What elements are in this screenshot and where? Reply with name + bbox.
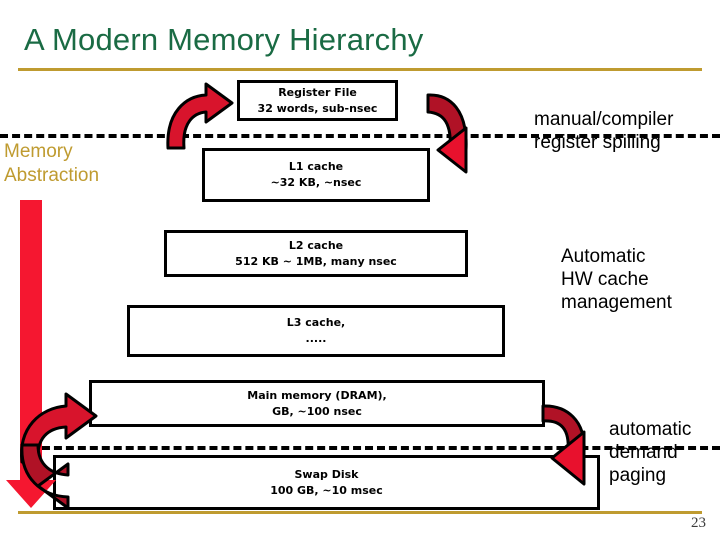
annotation-hw-cache-management: Automatic HW cache management — [561, 245, 672, 315]
footer-divider — [18, 511, 702, 514]
abstraction-boundary-bottom — [30, 446, 720, 450]
red-down-arrow-icon — [6, 200, 56, 508]
annotation-hw-cache-line1: Automatic — [561, 246, 646, 267]
level-box-l3-cache[interactable]: L3 cache, ..... — [127, 305, 505, 357]
annotation-hw-cache-line3: management — [561, 292, 672, 314]
level-detail-main-memory: GB, ~100 nsec — [272, 404, 362, 418]
annotation-manual-compiler-line1: manual/compiler — [534, 109, 674, 130]
level-title-l1-cache: L1 cache — [288, 160, 344, 174]
level-title-l3-cache: L3 cache, — [286, 316, 346, 330]
level-box-l2-cache[interactable]: L2 cache 512 KB ~ 1MB, many nsec — [164, 230, 468, 277]
annotation-demand-paging-line2: demand — [609, 442, 678, 464]
level-box-register-file[interactable]: Register File 32 words, sub-nsec — [237, 80, 398, 121]
title-divider — [18, 68, 702, 71]
abstraction-boundary-top — [0, 134, 720, 138]
level-detail-l2-cache: 512 KB ~ 1MB, many nsec — [235, 254, 397, 268]
level-title-l2-cache: L2 cache — [288, 238, 344, 252]
level-detail-swap-disk: 100 GB, ~10 msec — [270, 483, 383, 497]
level-box-l1-cache[interactable]: L1 cache ~32 KB, ~nsec — [202, 148, 430, 202]
annotation-demand-paging-line1: automatic — [609, 419, 692, 440]
annotation-manual-compiler: manual/compiler register spilling — [534, 108, 673, 154]
level-detail-l3-cache: ..... — [305, 332, 327, 345]
memory-abstraction-label: Memory Abstraction — [4, 140, 99, 188]
level-title-main-memory: Main memory (DRAM), — [247, 388, 387, 402]
page-title: A Modern Memory Hierarchy — [24, 22, 424, 57]
level-title-register-file: Register File — [278, 85, 357, 99]
memory-abstraction-line1: Memory — [4, 141, 73, 162]
annotation-hw-cache-line2: HW cache — [561, 269, 649, 291]
level-detail-register-file: 32 words, sub-nsec — [257, 101, 378, 115]
annotation-demand-paging-line3: paging — [609, 465, 667, 487]
level-detail-l1-cache: ~32 KB, ~nsec — [270, 176, 362, 189]
annotation-demand-paging: automatic demand paging — [609, 418, 691, 488]
annotation-manual-compiler-line2: register spilling — [534, 132, 661, 154]
curved-arrow-left-icon-top — [166, 82, 234, 150]
level-title-swap-disk: Swap Disk — [294, 467, 359, 481]
level-box-swap-disk[interactable]: Swap Disk 100 GB, ~10 msec — [53, 455, 600, 510]
level-box-main-memory[interactable]: Main memory (DRAM), GB, ~100 nsec — [89, 380, 545, 427]
memory-abstraction-line2: Abstraction — [4, 164, 100, 186]
page-number: 23 — [691, 515, 706, 531]
